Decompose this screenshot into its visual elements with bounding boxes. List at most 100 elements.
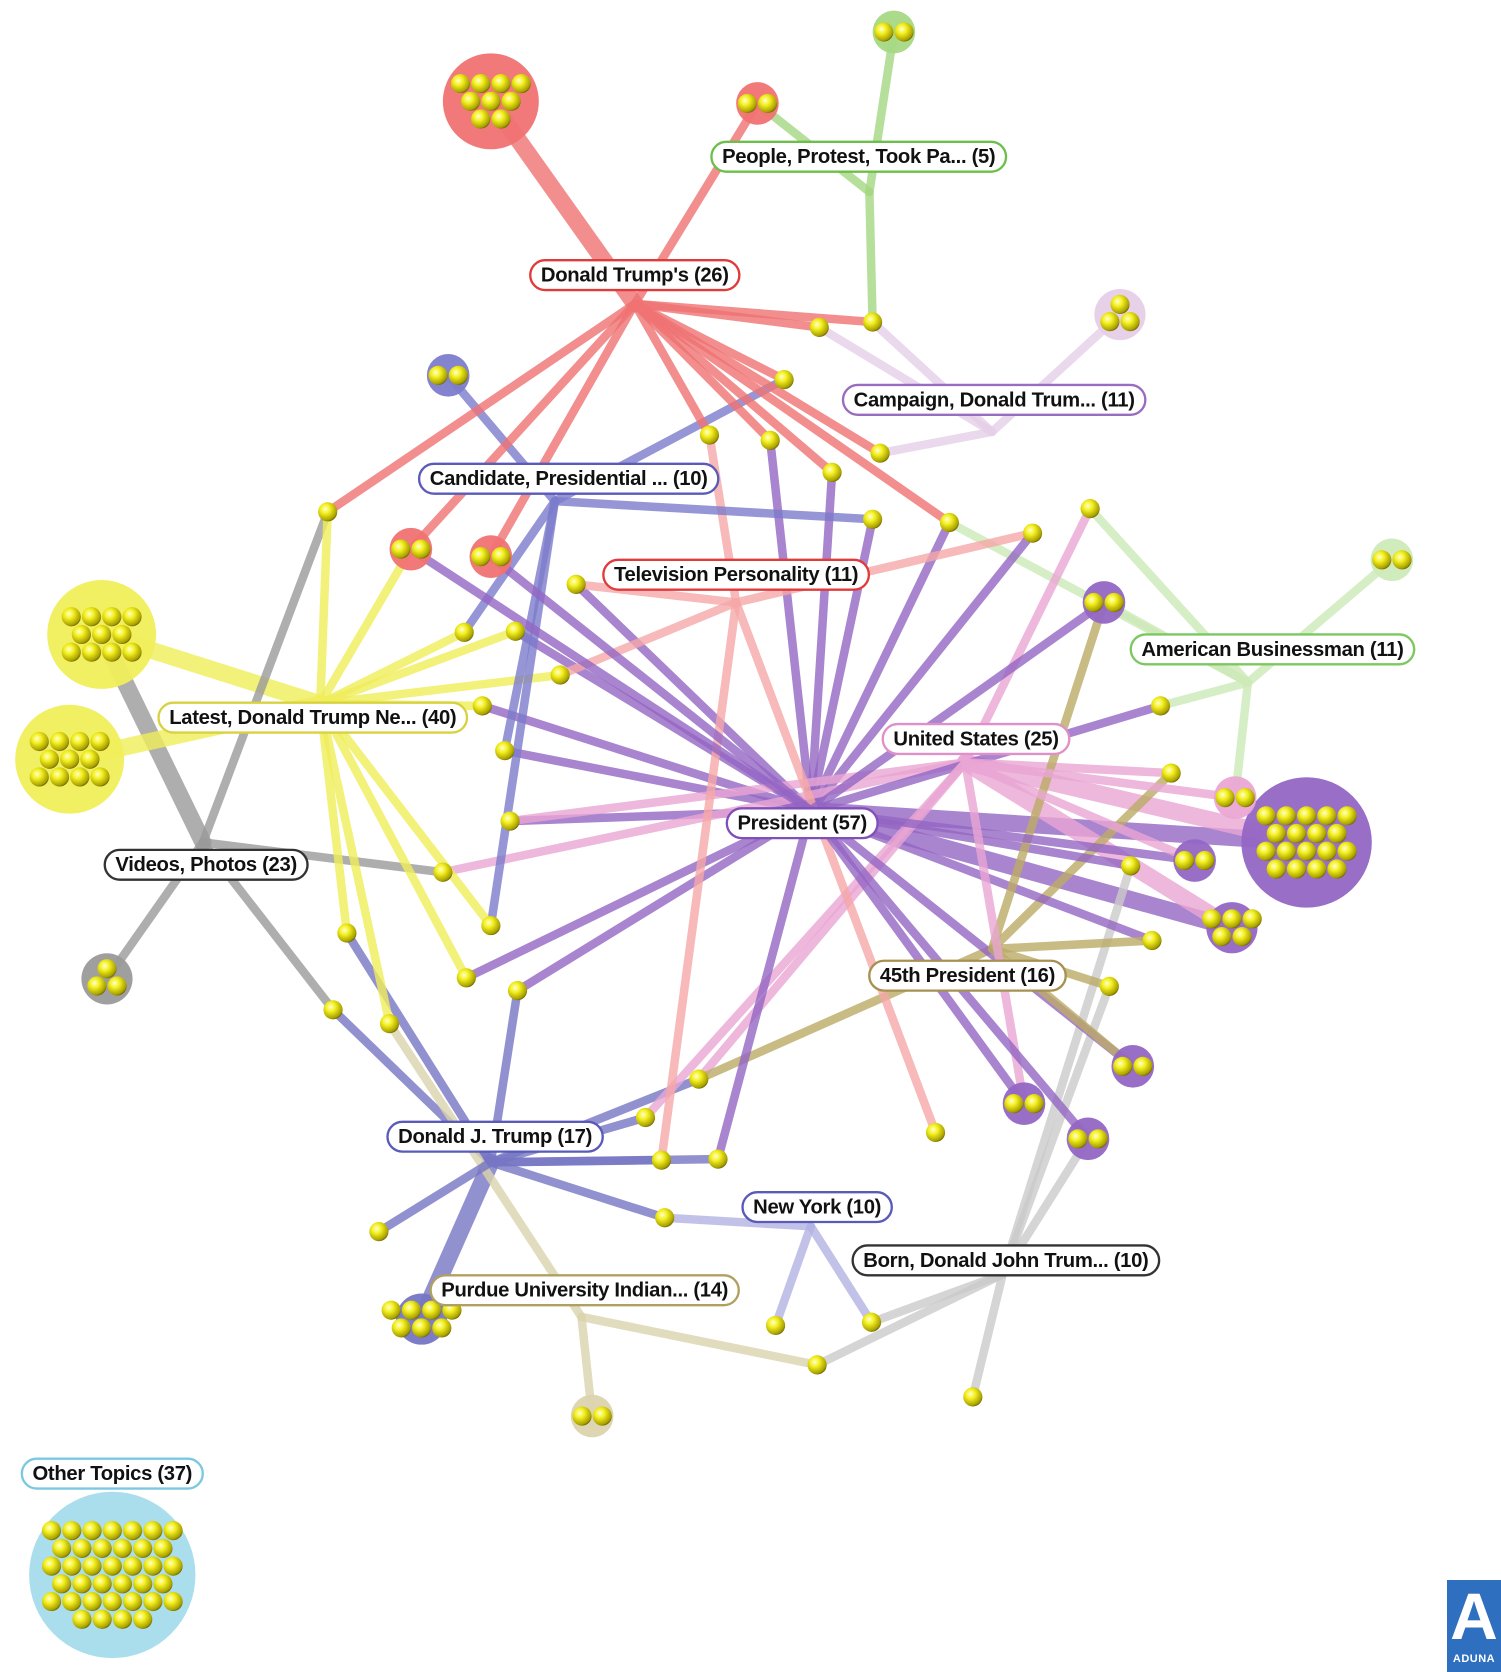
document-node[interactable]: [572, 1406, 592, 1426]
document-node[interactable]: [411, 1318, 432, 1338]
document-node[interactable]: [60, 749, 80, 769]
document-node[interactable]: [1392, 550, 1412, 570]
document-node[interactable]: [1296, 841, 1317, 861]
document-node[interactable]: [163, 1591, 183, 1612]
document-node[interactable]: [1317, 841, 1337, 861]
document-node[interactable]: [62, 1521, 82, 1541]
cluster-label-campaign[interactable]: Campaign, Donald Trum... (11): [841, 383, 1147, 416]
document-node[interactable]: [1174, 850, 1195, 871]
document-node[interactable]: [102, 1521, 122, 1541]
document-node[interactable]: [153, 1574, 173, 1594]
cluster-label-djt[interactable]: Donald J. Trump (17): [386, 1120, 604, 1153]
document-node[interactable]: [81, 607, 102, 627]
document-node[interactable]: [1307, 823, 1327, 844]
document-node[interactable]: [1276, 806, 1296, 826]
document-node[interactable]: [760, 430, 780, 450]
document-node[interactable]: [82, 1556, 102, 1576]
document-node[interactable]: [894, 22, 914, 42]
document-node[interactable]: [1327, 823, 1347, 844]
document-node[interactable]: [1256, 806, 1276, 826]
document-node[interactable]: [133, 1538, 153, 1558]
document-node[interactable]: [472, 696, 492, 716]
document-node[interactable]: [1121, 856, 1141, 876]
document-node[interactable]: [71, 624, 91, 645]
document-node[interactable]: [401, 1300, 422, 1320]
document-node[interactable]: [1104, 592, 1124, 613]
document-node[interactable]: [112, 1609, 133, 1629]
document-node[interactable]: [41, 1521, 62, 1541]
document-node[interactable]: [49, 767, 70, 787]
document-node[interactable]: [90, 767, 110, 787]
document-node[interactable]: [1337, 806, 1357, 826]
document-node[interactable]: [432, 1318, 452, 1338]
document-node[interactable]: [456, 968, 476, 988]
document-node[interactable]: [1142, 930, 1162, 951]
document-node[interactable]: [72, 1609, 92, 1629]
document-node[interactable]: [1150, 696, 1171, 716]
document-node[interactable]: [809, 317, 829, 337]
document-node[interactable]: [450, 73, 471, 94]
document-node[interactable]: [1317, 806, 1337, 826]
document-node[interactable]: [481, 91, 501, 111]
document-node[interactable]: [495, 741, 515, 761]
document-node[interactable]: [1195, 850, 1215, 871]
cluster-label-red[interactable]: Donald Trump's (26): [529, 259, 741, 292]
document-node[interactable]: [62, 1556, 82, 1576]
cluster-label-other[interactable]: Other Topics (37): [20, 1457, 204, 1490]
document-node[interactable]: [1120, 312, 1140, 332]
document-node[interactable]: [1276, 841, 1296, 861]
cluster-label-us[interactable]: United States (25): [881, 722, 1071, 756]
document-node[interactable]: [566, 574, 586, 594]
document-node[interactable]: [1161, 763, 1181, 783]
document-node[interactable]: [61, 642, 81, 662]
cluster-label-ny[interactable]: New York (10): [741, 1190, 893, 1224]
document-node[interactable]: [29, 767, 49, 787]
document-node[interactable]: [1022, 523, 1043, 543]
document-node[interactable]: [1110, 294, 1130, 315]
document-node[interactable]: [122, 642, 142, 662]
document-node[interactable]: [52, 1538, 72, 1558]
document-node[interactable]: [1266, 823, 1286, 844]
cluster-label-amb[interactable]: American Businessman (11): [1129, 633, 1416, 666]
document-node[interactable]: [1100, 312, 1120, 332]
document-node[interactable]: [1212, 926, 1232, 947]
document-node[interactable]: [87, 976, 107, 996]
document-node[interactable]: [1215, 788, 1235, 808]
document-node[interactable]: [807, 1355, 827, 1375]
document-node[interactable]: [122, 1521, 143, 1541]
document-node[interactable]: [481, 915, 501, 936]
document-node[interactable]: [107, 976, 127, 996]
document-node[interactable]: [550, 665, 570, 685]
document-node[interactable]: [822, 462, 842, 482]
document-node[interactable]: [49, 731, 70, 752]
document-node[interactable]: [323, 1000, 343, 1020]
cluster-label-candidate[interactable]: Candidate, Presidential ... (10): [417, 462, 720, 495]
document-node[interactable]: [428, 365, 448, 385]
cluster-label-green[interactable]: People, Protest, Took Pa... (5): [710, 140, 1008, 173]
document-node[interactable]: [448, 365, 468, 385]
document-node[interactable]: [82, 1521, 102, 1541]
document-node[interactable]: [1232, 926, 1252, 947]
document-node[interactable]: [491, 109, 511, 129]
document-node[interactable]: [369, 1222, 389, 1242]
document-node[interactable]: [1286, 859, 1307, 879]
document-node[interactable]: [1372, 550, 1392, 570]
document-node[interactable]: [699, 425, 720, 445]
document-node[interactable]: [122, 607, 142, 627]
document-node[interactable]: [737, 93, 757, 114]
document-node[interactable]: [112, 624, 132, 645]
document-node[interactable]: [460, 91, 481, 111]
document-node[interactable]: [39, 749, 59, 769]
document-node[interactable]: [433, 862, 453, 882]
cluster-label-tv[interactable]: Television Personality (11): [602, 558, 871, 591]
cluster-label-th45[interactable]: 45th President (16): [868, 959, 1067, 992]
document-node[interactable]: [153, 1538, 173, 1558]
document-node[interactable]: [80, 749, 100, 769]
document-node[interactable]: [379, 1014, 400, 1034]
document-node[interactable]: [92, 624, 112, 645]
cluster-label-pres[interactable]: President (57): [725, 807, 879, 840]
document-node[interactable]: [72, 1574, 92, 1594]
document-node[interactable]: [391, 539, 411, 559]
document-node[interactable]: [870, 443, 890, 463]
document-node[interactable]: [471, 547, 491, 567]
